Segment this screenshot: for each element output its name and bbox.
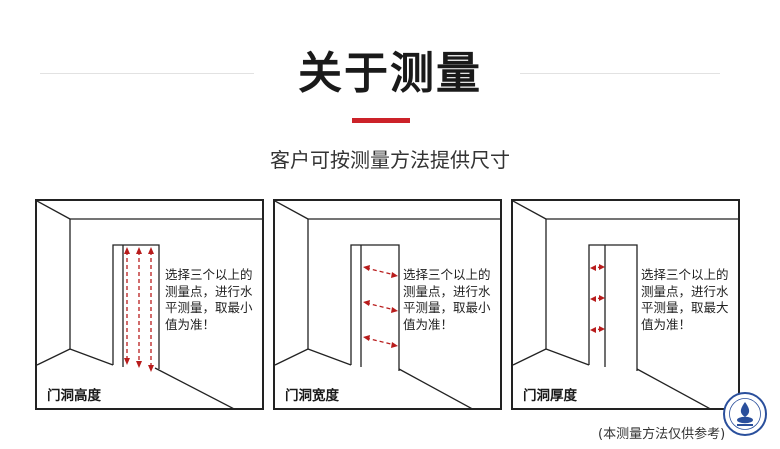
panel-thickness: 选择三个以上的 测量点，进行水 平测量，取最大 值为准！ 门洞厚度 (511, 199, 740, 410)
measure-note: 选择三个以上的 测量点，进行水 平测量，取最小 值为准！ (165, 267, 253, 332)
wall-edge (513, 201, 547, 220)
arrowhead (124, 247, 130, 254)
arrowhead (590, 327, 596, 333)
arrowhead (391, 342, 398, 348)
measure-line (365, 337, 396, 346)
wall-edge (37, 201, 71, 220)
floor-edge (154, 367, 234, 408)
disclaimer-note: (本测量方法仅供参考) (598, 427, 726, 442)
door-frame (350, 244, 400, 371)
arrowhead (363, 335, 370, 341)
measure-note: 选择三个以上的 测量点，进行水 平测量，取最大 值为准！ (641, 267, 729, 332)
floor-edge (69, 348, 114, 366)
arrowhead (599, 264, 605, 270)
arrowhead (599, 326, 605, 332)
floor-edge (545, 348, 590, 366)
floor-edge (37, 348, 71, 366)
arrowhead (391, 307, 398, 313)
arrowhead (124, 358, 130, 365)
page-subtitle: 客户可按测量方法提供尺寸 (270, 148, 510, 172)
measure-line (365, 267, 396, 276)
page-title: 关于测量 (298, 48, 482, 99)
floor-edge (513, 348, 547, 366)
wall-edge (275, 201, 309, 220)
floor-edge (307, 348, 352, 366)
arrowhead (148, 365, 154, 372)
panel-height: 选择三个以上的 测量点，进行水 平测量，取最小 值为准！ 门洞高度 (35, 199, 264, 410)
floor-edge (636, 368, 711, 408)
panel-label: 门洞宽度 (285, 388, 339, 404)
measure-note: 选择三个以上的 测量点，进行水 平测量，取最小 值为准！ (403, 267, 491, 332)
arrowhead (590, 265, 596, 271)
measure-line (365, 302, 396, 311)
arrowhead (599, 295, 605, 301)
seal-icon (723, 392, 767, 436)
panel-label: 门洞厚度 (523, 388, 577, 404)
width-diagram (275, 201, 500, 408)
arrowhead (148, 247, 154, 254)
arrowhead (363, 265, 370, 271)
floor-edge (275, 348, 309, 366)
thickness-diagram (513, 201, 738, 408)
arrowhead (391, 272, 398, 278)
arrowhead (363, 300, 370, 306)
floor-edge (398, 368, 473, 408)
arrowhead (590, 296, 596, 302)
title-divider-right (520, 73, 720, 74)
door-frame (588, 244, 638, 371)
arrowhead (136, 361, 142, 368)
title-accent-bar (352, 118, 410, 123)
title-divider-left (40, 73, 254, 74)
door-frame (112, 244, 160, 369)
panel-width: 选择三个以上的 测量点，进行水 平测量，取最小 值为准！ 门洞宽度 (273, 199, 502, 410)
height-diagram (37, 201, 262, 408)
arrowhead (136, 247, 142, 254)
panel-label: 门洞高度 (47, 388, 101, 404)
